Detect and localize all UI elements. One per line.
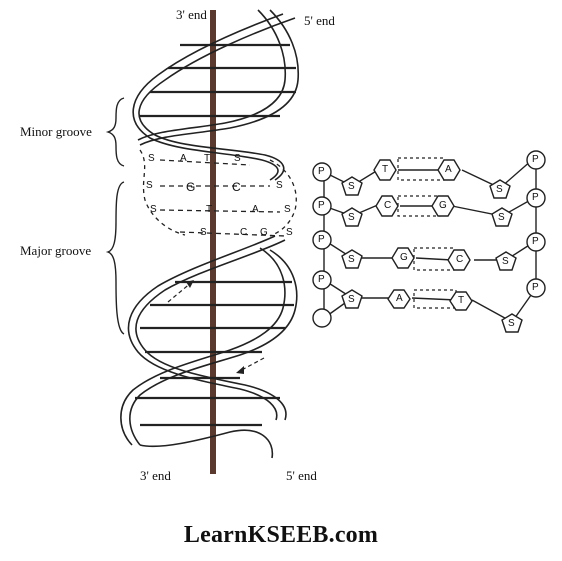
helix-pair-1-base-left: A [180, 153, 187, 164]
helix-pair-4-base-left: C [240, 227, 248, 238]
chain-row-3-base-right: C [456, 254, 464, 265]
chain-row-2-base-right: G [439, 200, 447, 211]
upper-helix-ribbons [132, 9, 300, 181]
chain-row-1-phosphate-right: P [532, 154, 539, 165]
chain-row-2-sugar-left: S [348, 212, 355, 223]
helix-pair-1-base-right: T [204, 153, 211, 164]
chain-row-3-sugar-left: S [348, 254, 355, 265]
chain-row-4-sugar-left: S [348, 294, 355, 305]
helix-pair-2-sugar-right: S [276, 180, 283, 191]
chain-row-2-phosphate-right: P [532, 192, 539, 203]
chain-row-4-phosphate-left: P [318, 274, 325, 285]
helix-pair-2-base-left: G [186, 180, 196, 194]
helix-pair-3-base-right: A [252, 204, 259, 215]
helix-pair-2-sugar-left: S [146, 180, 153, 191]
chain-row-1-sugar-right: S [496, 184, 503, 195]
chain-row-1-phosphate-left: P [318, 166, 325, 177]
lower-helix-ribbons [120, 235, 298, 459]
upper-rungs [140, 43, 296, 118]
helix-pair-3-base-left: T [206, 204, 213, 215]
helix-axis-rod [210, 10, 216, 474]
chain-row-2-phosphate-left: P [318, 200, 325, 211]
site-watermark: LearnKSEEB.com [183, 522, 379, 548]
open-helix-dashed-strands [139, 149, 297, 237]
chain-row-4-phosphate-right: P [532, 282, 539, 293]
chain-row-4-base-right: T [458, 295, 465, 306]
chain-row-1-base-right: A [445, 164, 452, 175]
open-helix-dashed-pairs [159, 159, 286, 237]
minor-groove-brace [105, 97, 125, 167]
down-arrow-head [236, 366, 244, 374]
helix-pair-2-base-right: C [232, 180, 241, 194]
helix-pair-4-sugar-right: S [286, 227, 293, 238]
helix-pair-3-sugar-right: S [284, 204, 291, 215]
chain-row-2-base-left: C [384, 200, 392, 211]
major-groove-label: Major groove [20, 243, 92, 258]
helix-pair-1-sugar-right: S [234, 153, 241, 164]
minor-groove-label: Minor groove [20, 124, 92, 139]
chain-row-3-sugar-right: S [502, 256, 509, 267]
chain-row-4-sugar-right: S [508, 318, 515, 329]
helix-pair-4-base-right: G [260, 227, 268, 238]
chain-row-3-phosphate-right: P [532, 236, 539, 247]
chain-row-1-base-left: T [382, 164, 389, 175]
chain-row-3-phosphate-left: P [318, 234, 325, 245]
bottom-5prime-end-label: 5' end [286, 468, 317, 483]
chain-row-1-sugar-left: S [348, 181, 355, 192]
helix-pair-3-sugar-left: S [150, 204, 157, 215]
lower-rungs [135, 280, 294, 427]
chain-row-2-sugar-right: S [498, 212, 505, 223]
top-3prime-end-label: 3' end [176, 7, 207, 22]
helix-pair-4-sugar-left: S [200, 227, 207, 238]
helix-pair-1-sugar-left: S [148, 153, 155, 164]
major-groove-brace [105, 181, 125, 335]
chain-row-3-base-left: G [400, 252, 408, 263]
bottom-3prime-end-label: 3' end [140, 468, 171, 483]
chain-shapes [312, 150, 546, 333]
chain-row-4-base-left: A [396, 293, 403, 304]
up-arrow-head [186, 280, 194, 288]
top-5prime-end-label: 5' end [304, 13, 335, 28]
